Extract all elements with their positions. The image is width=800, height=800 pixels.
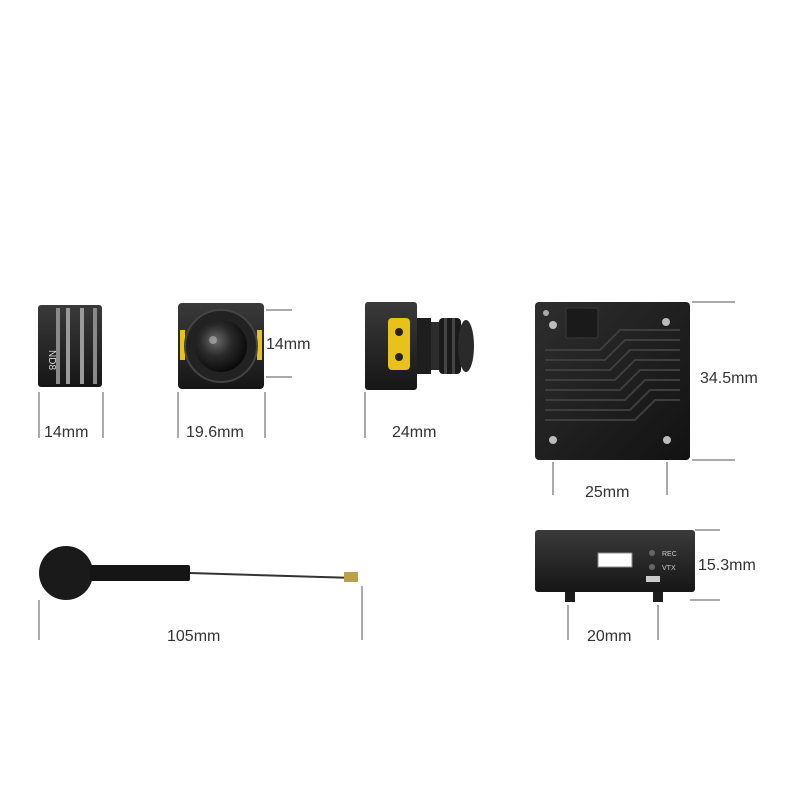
camera-front-dimension-lines [177,309,292,438]
filter-dimension-lines [38,392,104,438]
camera-side [365,302,474,390]
camera-height-label: 14mm [266,336,311,353]
vtx-width-label: 25mm [585,484,630,501]
vtx-led-label: VTX [662,565,676,572]
nd-filter-label: ND8 [46,350,57,370]
antenna-length-label: 105mm [167,628,221,645]
nd-filter: ND8 [38,305,102,387]
camera-front [178,303,264,389]
vtx-side-view: REC VTX [535,530,695,602]
vtx-top-dimension-lines [552,301,735,495]
vtx-top-view [535,302,690,460]
camera-depth-label: 24mm [392,424,437,441]
vtx-side-width-label: 20mm [587,628,632,645]
vtx-height-label: 34.5mm [700,370,758,387]
camera-width-label: 19.6mm [186,424,244,441]
rec-led-label: REC [662,551,677,558]
vtx-side-height-label: 15.3mm [698,557,756,574]
filter-width-label: 14mm [44,424,89,441]
vtx-side-dimension-lines [567,529,720,640]
antenna [39,546,358,600]
antenna-dimension-lines [38,586,363,640]
